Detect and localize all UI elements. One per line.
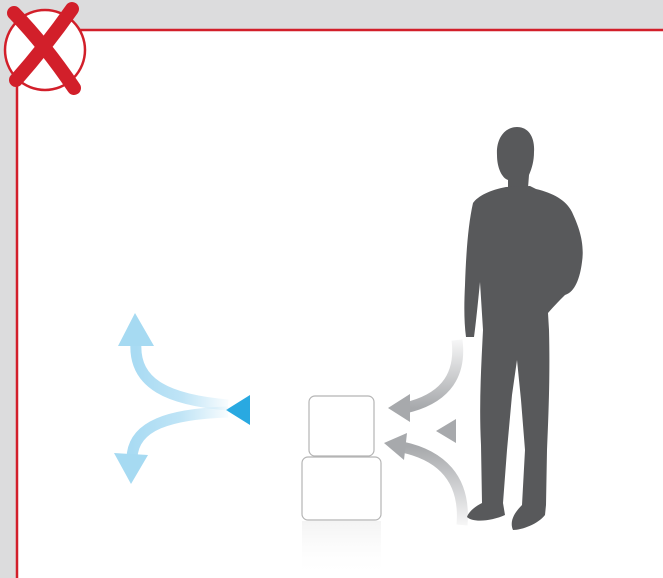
red-cross-icon [5, 9, 85, 90]
heater-base-box [302, 457, 381, 520]
intake-arrow-top [405, 340, 458, 408]
intake-arrow-top-head [388, 394, 410, 422]
output-arrow-up [136, 342, 228, 405]
blue-arrow-icon [114, 313, 300, 484]
output-arrow-down-head [114, 453, 148, 484]
intake-arrow-bottom-head [384, 433, 407, 460]
heater-reflection [302, 521, 381, 578]
intake-arrow-bottom [402, 447, 462, 525]
air-purifier-outline [302, 396, 381, 578]
output-arrow-up-head [118, 313, 154, 346]
person-body [464, 186, 582, 530]
output-arrow-main-head [226, 395, 250, 425]
heater-top-box [309, 396, 374, 456]
standing-man-silhouette [464, 127, 582, 530]
ceiling-wall [0, 0, 663, 30]
intake-arrow-middle-head [436, 419, 456, 443]
output-arrow-down [132, 412, 228, 458]
person-head [497, 127, 534, 190]
grey-arrow-icon [384, 340, 495, 525]
